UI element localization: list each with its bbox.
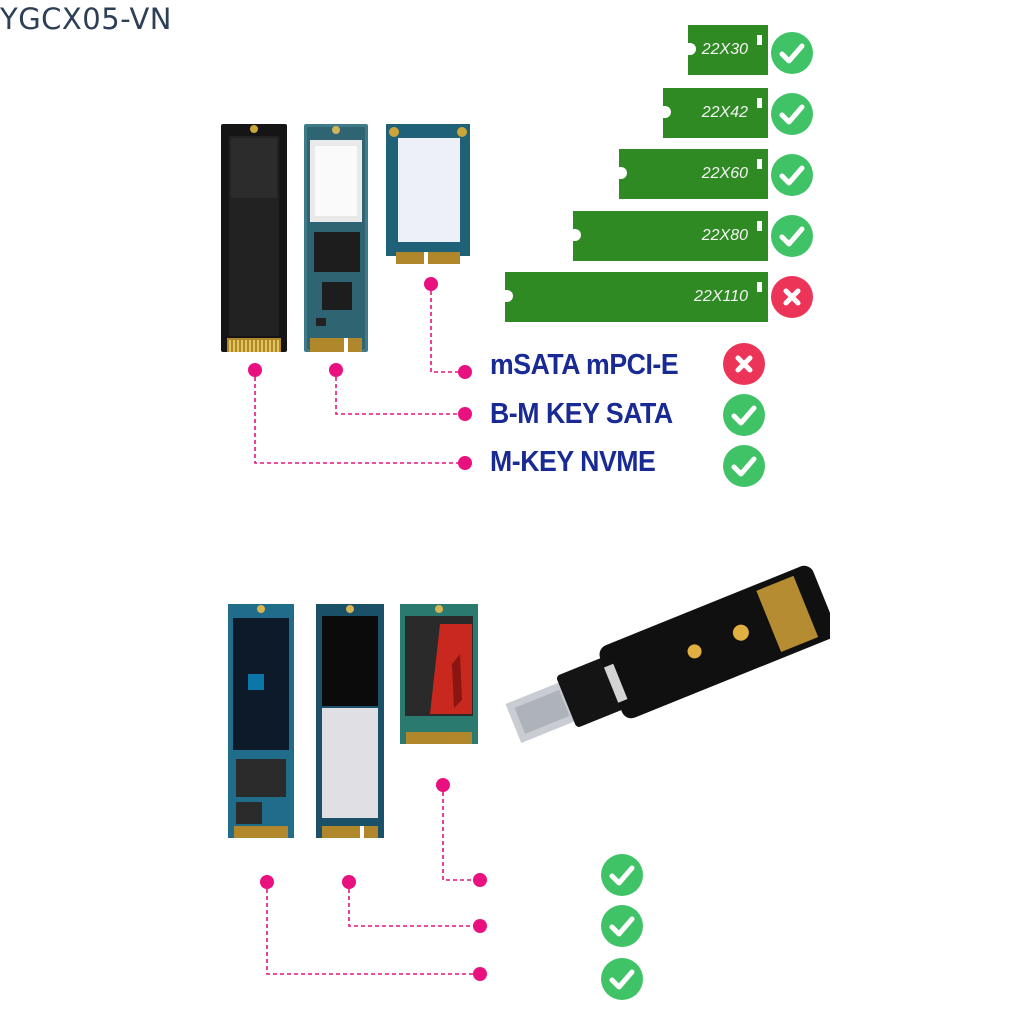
check-icon: [771, 32, 813, 74]
wd-blue-drive-image: [228, 604, 294, 846]
drive-type-label-msata: mSATA mPCI-E: [490, 349, 679, 381]
cross-icon: [723, 343, 765, 385]
size-bar-22x42: 22X42: [662, 88, 768, 138]
rc100-drive-image: [400, 604, 478, 752]
product-code: YGCX05-VN: [0, 2, 173, 36]
sata-drive-image: [304, 124, 368, 360]
drive-type-label-nvme: M-KEY NVME: [490, 446, 656, 478]
size-bar-22x30: 22X30: [687, 25, 768, 75]
size-bar-label: 22X30: [701, 41, 748, 58]
size-bar-22x110: 22X110: [504, 272, 768, 322]
check-icon: [601, 854, 643, 896]
check-icon: [601, 958, 643, 1000]
cross-icon: [771, 276, 813, 318]
check-icon: [771, 215, 813, 257]
usb-m2-adapter-image: [500, 545, 836, 745]
check-icon: [723, 394, 765, 436]
check-icon: [771, 154, 813, 196]
drive-type-label-sata: B-M KEY SATA: [490, 398, 673, 430]
size-bar-label: 22X110: [694, 288, 748, 305]
check-icon: [601, 905, 643, 947]
size-bar-22x60: 22X60: [618, 149, 768, 199]
nvme-drive-image: [221, 124, 287, 360]
size-bar-label: 22X60: [701, 165, 748, 182]
check-icon: [723, 445, 765, 487]
size-bar-label: 22X42: [701, 104, 748, 121]
check-icon: [771, 93, 813, 135]
sata-drive-image-lower: [316, 604, 384, 846]
size-bar-22x80: 22X80: [572, 211, 768, 261]
size-bar-label: 22X80: [701, 227, 748, 244]
msata-drive-image: [386, 124, 470, 266]
